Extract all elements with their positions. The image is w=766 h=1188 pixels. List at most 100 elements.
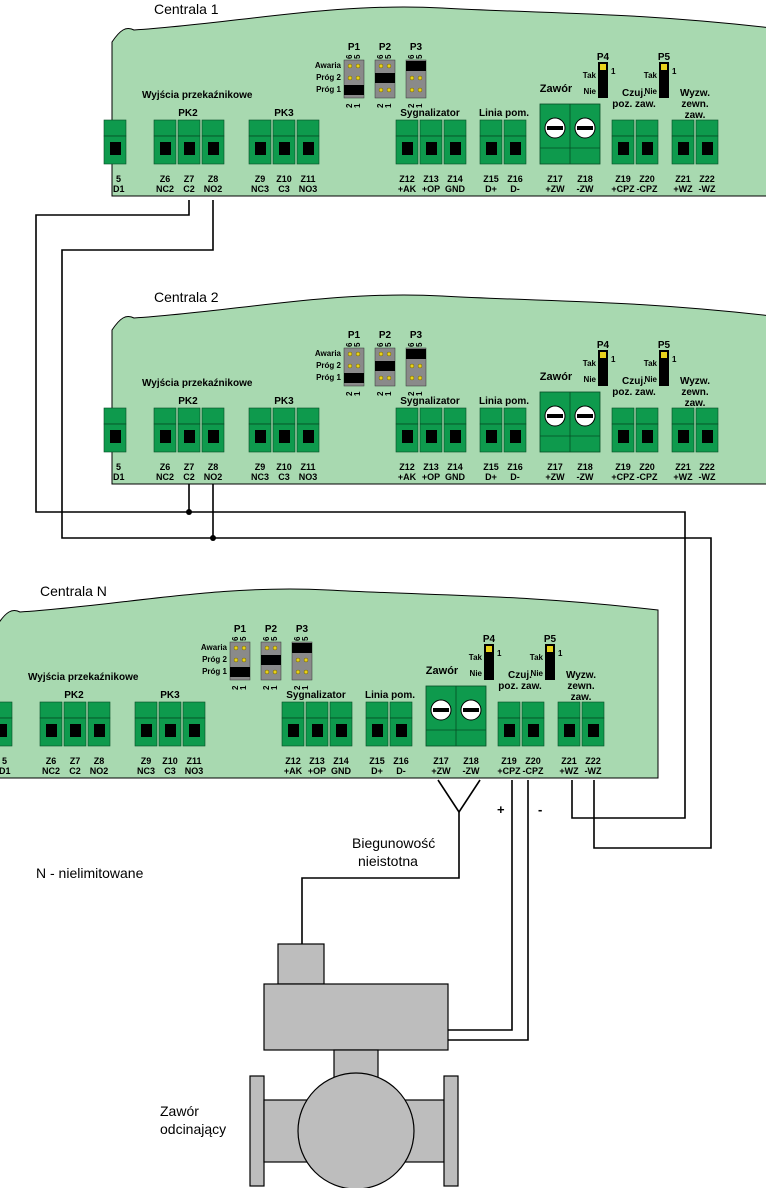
heading-pk3: PK3 [274, 108, 294, 119]
terminal-z18-id: Z18 [577, 174, 593, 184]
terminal-z22-id: Z22 [699, 174, 715, 184]
jumper-row-prog1: Próg 1 [316, 85, 341, 94]
terminal-z18-function: -ZW [577, 472, 594, 482]
terminal-z13 [305, 701, 329, 747]
terminal-left-label-bottom: D1 [113, 472, 125, 482]
heading-wyzw-line1: Wyzw. [680, 88, 710, 99]
jumper-p5-tak: Tak [644, 71, 658, 80]
terminal-z16-id: Z16 [393, 756, 409, 766]
terminal-z19 [611, 119, 635, 165]
terminal-z11-id: Z11 [300, 174, 315, 184]
terminal-z19 [497, 701, 521, 747]
terminal-partial-left [0, 701, 13, 747]
terminal-z21 [671, 119, 695, 165]
valve-flange-right [443, 1075, 459, 1187]
heading-wyzw-line1: Wyzw. [680, 376, 710, 387]
heading-czuj-line2: poz. zaw. [612, 387, 656, 398]
jumper-p4-label: P4 [597, 52, 610, 63]
jumper-p4-tak: Tak [583, 71, 597, 80]
terminal-z17-id: Z17 [547, 462, 563, 472]
jumper-p2-label: P2 [379, 42, 392, 53]
heading-czuj-line2: poz. zaw. [498, 681, 542, 692]
terminal-z12 [395, 119, 419, 165]
jumper-p1-pin6: 6 [231, 636, 240, 641]
terminal-z15-id: Z15 [483, 174, 499, 184]
jumper-p1-label: P1 [234, 624, 247, 635]
terminal-z8-id: Z8 [208, 174, 219, 184]
terminal-z15 [365, 701, 389, 747]
jumper-p2-label: P2 [379, 330, 392, 341]
terminal-z8-function: NO2 [204, 472, 223, 482]
jumper-p5-pin1: 1 [672, 67, 677, 76]
terminal-z6-id: Z6 [160, 174, 171, 184]
terminal-z9 [248, 119, 272, 165]
terminal-z7-id: Z7 [184, 174, 195, 184]
board-title: Centrala N [40, 583, 107, 599]
heading-pk2: PK2 [178, 108, 198, 119]
jumper-p5-nie: Nie [645, 375, 658, 384]
terminal-z16 [503, 407, 527, 453]
jumper-p1-pin5: 5 [353, 342, 362, 347]
jumper-p1-pin6: 6 [345, 342, 354, 347]
terminal-z15-id: Z15 [369, 756, 385, 766]
valve-actuator-cap [277, 943, 325, 985]
terminal-z21-function: +WZ [559, 766, 579, 776]
terminal-z17-function: +ZW [545, 472, 565, 482]
jumper-p3-pin2: 2 [293, 685, 302, 690]
jumper-p5-pin1: 1 [558, 649, 563, 658]
terminal-z9 [248, 407, 272, 453]
terminal-z17-function: +ZW [431, 766, 451, 776]
jumper-p3-pin6: 6 [407, 54, 416, 59]
jumper-p1-label: P1 [348, 330, 361, 341]
terminal-z8-function: NO2 [90, 766, 109, 776]
terminal-z19-id: Z19 [615, 462, 631, 472]
heading-czuj-line1: Czuj. [622, 376, 646, 387]
relay-outputs-heading: Wyjścia przekaźnikowe [142, 378, 253, 389]
terminal-z15-id: Z15 [483, 462, 499, 472]
terminal-z13-id: Z13 [423, 462, 439, 472]
terminal-z19-function: +CPZ [611, 184, 635, 194]
jumper-p4-pin1: 1 [611, 355, 616, 364]
minus-mark: - [538, 802, 542, 817]
terminal-z20 [635, 407, 659, 453]
jumper-p3-pin5: 5 [415, 342, 424, 347]
terminal-z20 [635, 119, 659, 165]
terminal-z10-id: Z10 [276, 462, 292, 472]
terminal-z14-id: Z14 [333, 756, 349, 766]
heading-pk3: PK3 [274, 396, 294, 407]
terminal-left-label-top: 5 [116, 174, 121, 184]
heading-wyzw-line1: Wyzw. [566, 670, 596, 681]
terminal-z19-id: Z19 [501, 756, 517, 766]
jumper-p5-nie: Nie [531, 669, 544, 678]
jumper-row-prog2: Próg 2 [316, 73, 341, 82]
heading-czuj-line1: Czuj. [622, 88, 646, 99]
terminal-z14-function: GND [445, 472, 466, 482]
terminal-z22-id: Z22 [585, 756, 601, 766]
terminal-z11-id: Z11 [186, 756, 201, 766]
jumper-p5-label: P5 [658, 52, 671, 63]
board-title: Centrala 2 [154, 289, 219, 305]
heading-linia: Linia pom. [479, 396, 529, 407]
terminal-z8-id: Z8 [208, 462, 219, 472]
terminal-z11 [296, 407, 320, 453]
terminal-z14-id: Z14 [447, 174, 463, 184]
terminal-z21-function: +WZ [673, 184, 693, 194]
terminal-z20-function: -CPZ [523, 766, 544, 776]
jumper-p5-nie: Nie [645, 87, 658, 96]
valve-caption-line1: Zawór [160, 1103, 199, 1119]
heading-wyzw-line3: zaw. [685, 398, 706, 409]
terminal-z14 [443, 407, 467, 453]
jumper-p2-pin5: 5 [270, 636, 279, 641]
terminal-z12-id: Z12 [399, 174, 415, 184]
terminal-z11-id: Z11 [300, 462, 315, 472]
jumper-p3-pin6: 6 [407, 342, 416, 347]
relay-outputs-heading: Wyjścia przekaźnikowe [28, 672, 139, 683]
terminal-z14 [443, 119, 467, 165]
terminal-z14-function: GND [331, 766, 352, 776]
terminal-z19 [611, 407, 635, 453]
wire-cpz-minus [448, 780, 529, 1041]
terminal-z20-id: Z20 [639, 462, 655, 472]
terminal-z11-function: NO3 [185, 766, 204, 776]
jumper-p3-pin2: 2 [407, 103, 416, 108]
terminal-z15-function: D+ [371, 766, 383, 776]
